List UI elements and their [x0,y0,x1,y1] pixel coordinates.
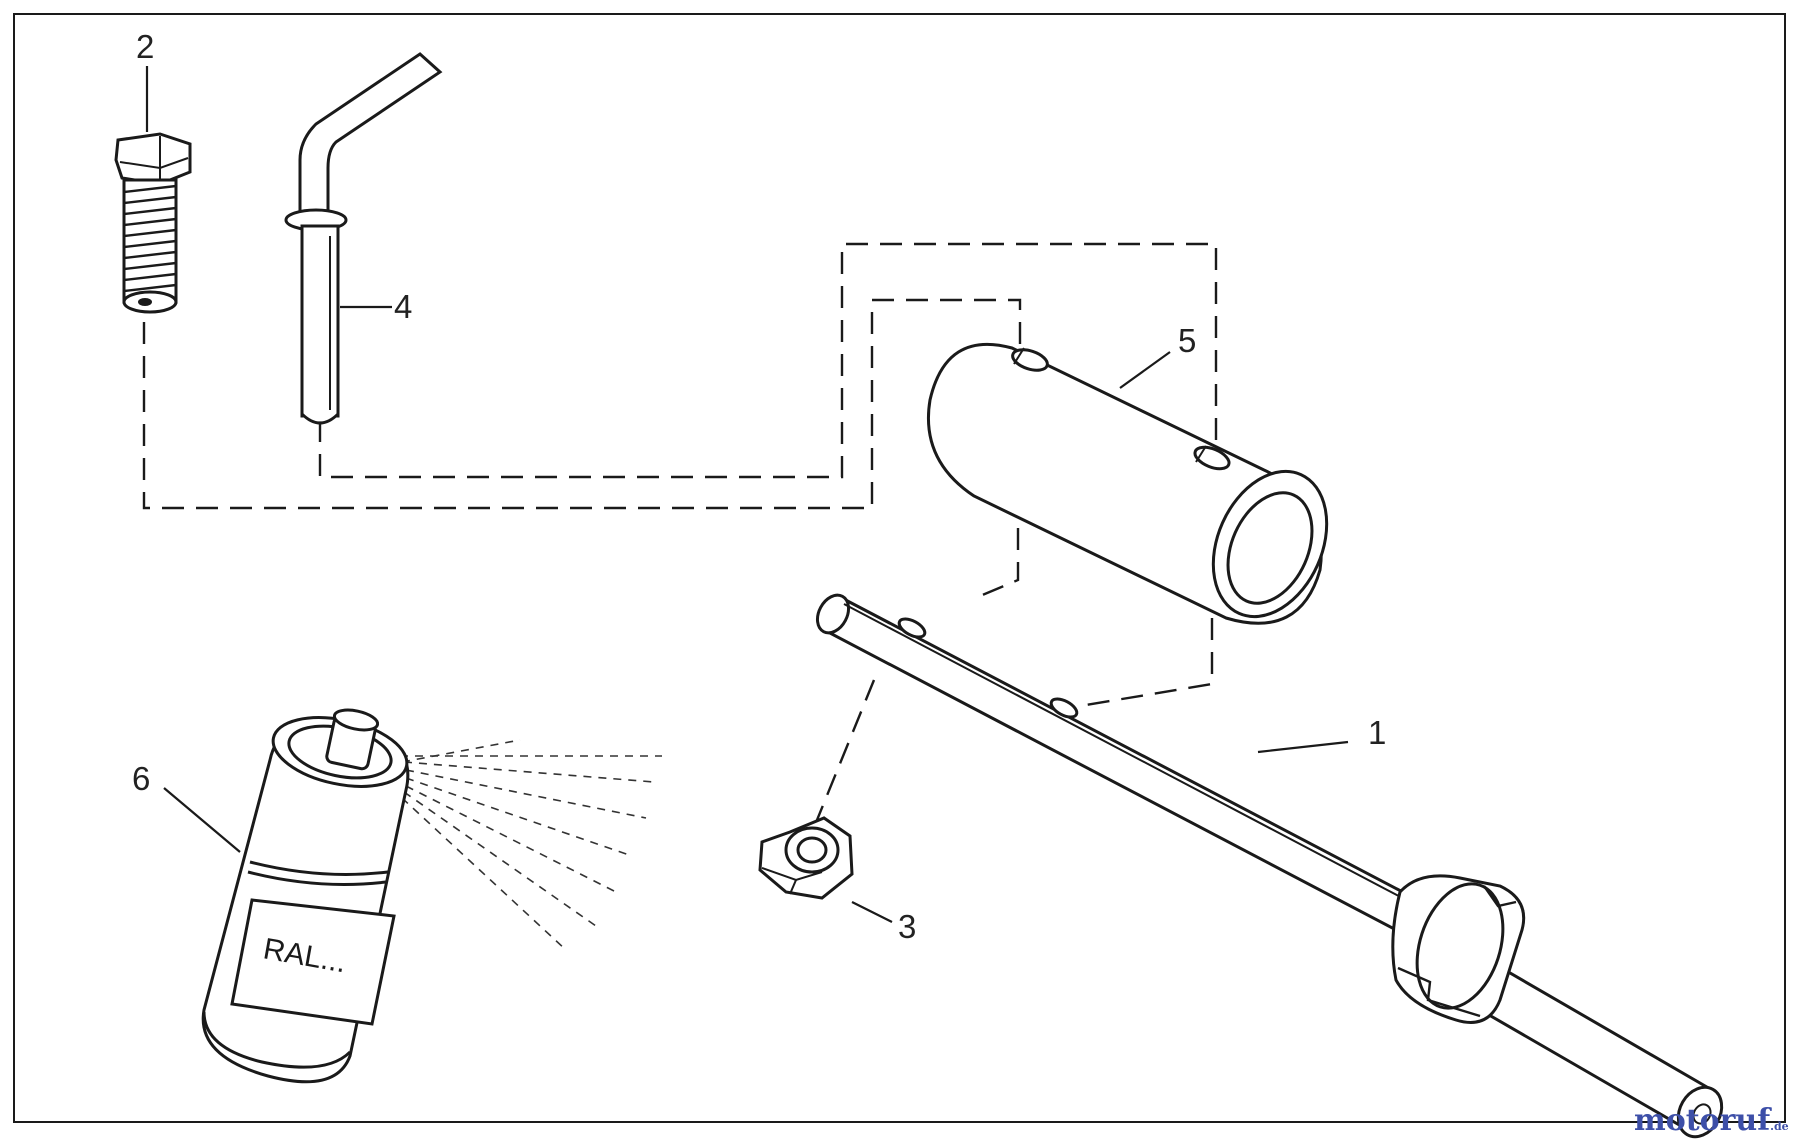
assembly-dashed-lines [142,242,1218,826]
callout-2: 2 [136,28,154,65]
spray-mist [400,739,662,951]
callout-4: 4 [394,288,412,325]
sleeve-part-5 [926,342,1329,625]
watermark-logo: motoruf.de [1634,1103,1789,1138]
callout-3: 3 [898,908,916,945]
diagram-frame [13,13,1786,1123]
callout-6: 6 [132,760,150,797]
hex-nut-part-3 [758,816,854,900]
bent-pin-part-4 [284,52,443,425]
tube-part-1 [815,593,1724,1139]
callout-1: 1 [1368,714,1386,751]
hex-bolt-part-2 [114,132,192,314]
spray-can-part-6: RAL... [201,708,662,1084]
leader-lines [145,66,1349,923]
watermark-text: motoruf.de [1634,1103,1789,1138]
callout-5: 5 [1178,322,1196,359]
watermark-suffix: .de [1770,1120,1789,1133]
watermark-name: motoruf [1634,1103,1772,1138]
